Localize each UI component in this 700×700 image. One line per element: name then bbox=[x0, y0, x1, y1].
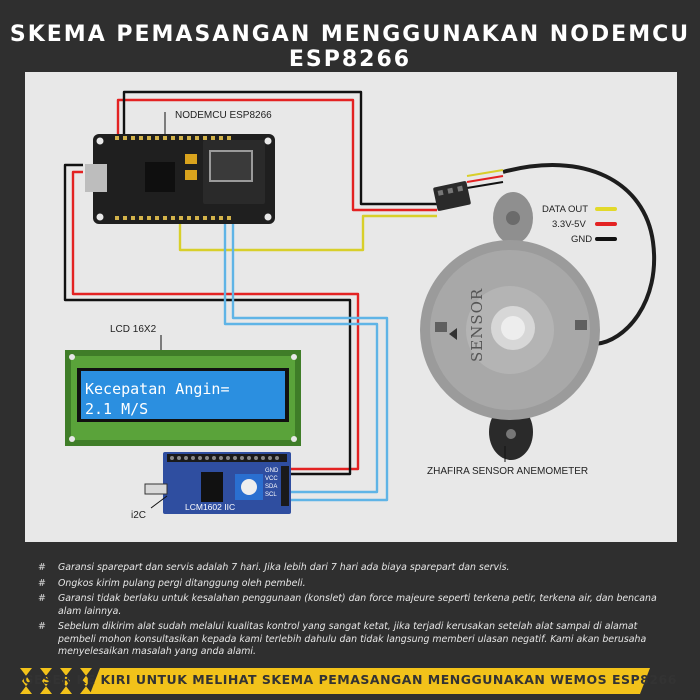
i2c-header-pins bbox=[170, 456, 279, 460]
wire-legend: DATA OUT 3.3V-5V GND bbox=[542, 204, 617, 245]
sensor-cable-yellow bbox=[466, 169, 504, 177]
nodemcu-label: NODEMCU ESP8266 bbox=[175, 110, 272, 121]
red-wire-sensor bbox=[116, 98, 437, 212]
nodemcu-pins-bottom bbox=[115, 216, 231, 220]
i2c-pin-sda: SDA bbox=[265, 484, 277, 490]
note-bullet: # bbox=[38, 562, 46, 573]
sensor-connector bbox=[433, 181, 471, 211]
note-item: # Garansi tidak berlaku untuk kesalahan … bbox=[38, 593, 678, 618]
lcd-line-1: Kecepatan Angin= bbox=[85, 380, 230, 398]
black-wire-sensor bbox=[122, 90, 437, 206]
notes-list: # Garansi sparepart dan servis adalah 7 … bbox=[38, 562, 678, 662]
red-wire-i2c bbox=[71, 170, 360, 471]
i2c-pin-vcc: VCC bbox=[265, 476, 278, 482]
i2c-pin-gnd: GND bbox=[265, 468, 279, 474]
sensor-body-label: SENSOR bbox=[468, 288, 486, 362]
lcd-label: LCD 16X2 bbox=[110, 324, 157, 335]
nodemcu-pins-top bbox=[115, 136, 231, 140]
wiring-diagram: NODEMCU ESP8266 LCD 16X2 Kecepatan Angin… bbox=[63, 90, 657, 521]
sensor-cable bbox=[502, 163, 657, 346]
blue-wire-scl bbox=[231, 217, 389, 502]
diagram-panel: NODEMCU ESP8266 LCD 16X2 Kecepatan Angin… bbox=[25, 72, 677, 542]
i2c-pin-scl: SCL bbox=[265, 492, 277, 498]
note-item: # Garansi sparepart dan servis adalah 7 … bbox=[38, 562, 678, 575]
sensor-label: ZHAFIRA SENSOR ANEMOMETER bbox=[427, 466, 588, 477]
note-text: Garansi sparepart dan servis adalah 7 ha… bbox=[58, 562, 510, 573]
note-item: # Ongkos kirim pulang pergi ditanggung o… bbox=[38, 578, 678, 591]
sensor-cable-black bbox=[466, 181, 504, 189]
note-bullet: # bbox=[38, 577, 46, 589]
sensor-arrow-icon bbox=[449, 328, 457, 340]
banner-text: GESER KE KIRI UNTUK MELIHAT SKEMA PEMASA… bbox=[23, 672, 677, 687]
chevron-left-icon bbox=[80, 668, 92, 694]
note-text: Sebelum dikirim alat sudah melalui kuali… bbox=[58, 621, 647, 657]
lcd-module bbox=[65, 350, 301, 446]
legend-power: 3.3V-5V bbox=[552, 219, 586, 230]
page-title: SKEMA PEMASANGAN MENGGUNAKAN NODEMCU ESP… bbox=[9, 22, 691, 72]
bottom-banner bbox=[20, 668, 650, 694]
i2c-label: i2C bbox=[131, 510, 146, 521]
note-bullet: # bbox=[38, 621, 46, 632]
blue-wire-sda bbox=[223, 217, 379, 494]
legend-gnd: GND bbox=[571, 234, 592, 245]
sensor-cable-red bbox=[466, 175, 504, 183]
anemometer-sensor bbox=[420, 192, 600, 460]
legend-data-out: DATA OUT bbox=[542, 204, 588, 215]
black-wire-i2c bbox=[63, 163, 352, 476]
lcd-screen bbox=[81, 371, 285, 419]
chevron-left-icon bbox=[60, 668, 72, 694]
chevron-left-icon bbox=[20, 668, 32, 694]
note-bullet: # bbox=[38, 593, 46, 604]
yellow-wire-data bbox=[178, 214, 437, 252]
chevron-left-icon bbox=[40, 668, 52, 694]
i2c-leader bbox=[150, 495, 168, 509]
note-text: Garansi tidak berlaku untuk kesalahan pe… bbox=[58, 593, 657, 617]
note-text: Ongkos kirim pulang pergi ditanggung ole… bbox=[58, 577, 306, 589]
nodemcu-board bbox=[85, 134, 275, 224]
lcd-line-2: 2.1 M/S bbox=[85, 400, 148, 418]
note-item: # Sebelum dikirim alat sudah melalui kua… bbox=[38, 621, 678, 659]
i2c-board-label: LCM1602 IIC bbox=[185, 502, 235, 512]
